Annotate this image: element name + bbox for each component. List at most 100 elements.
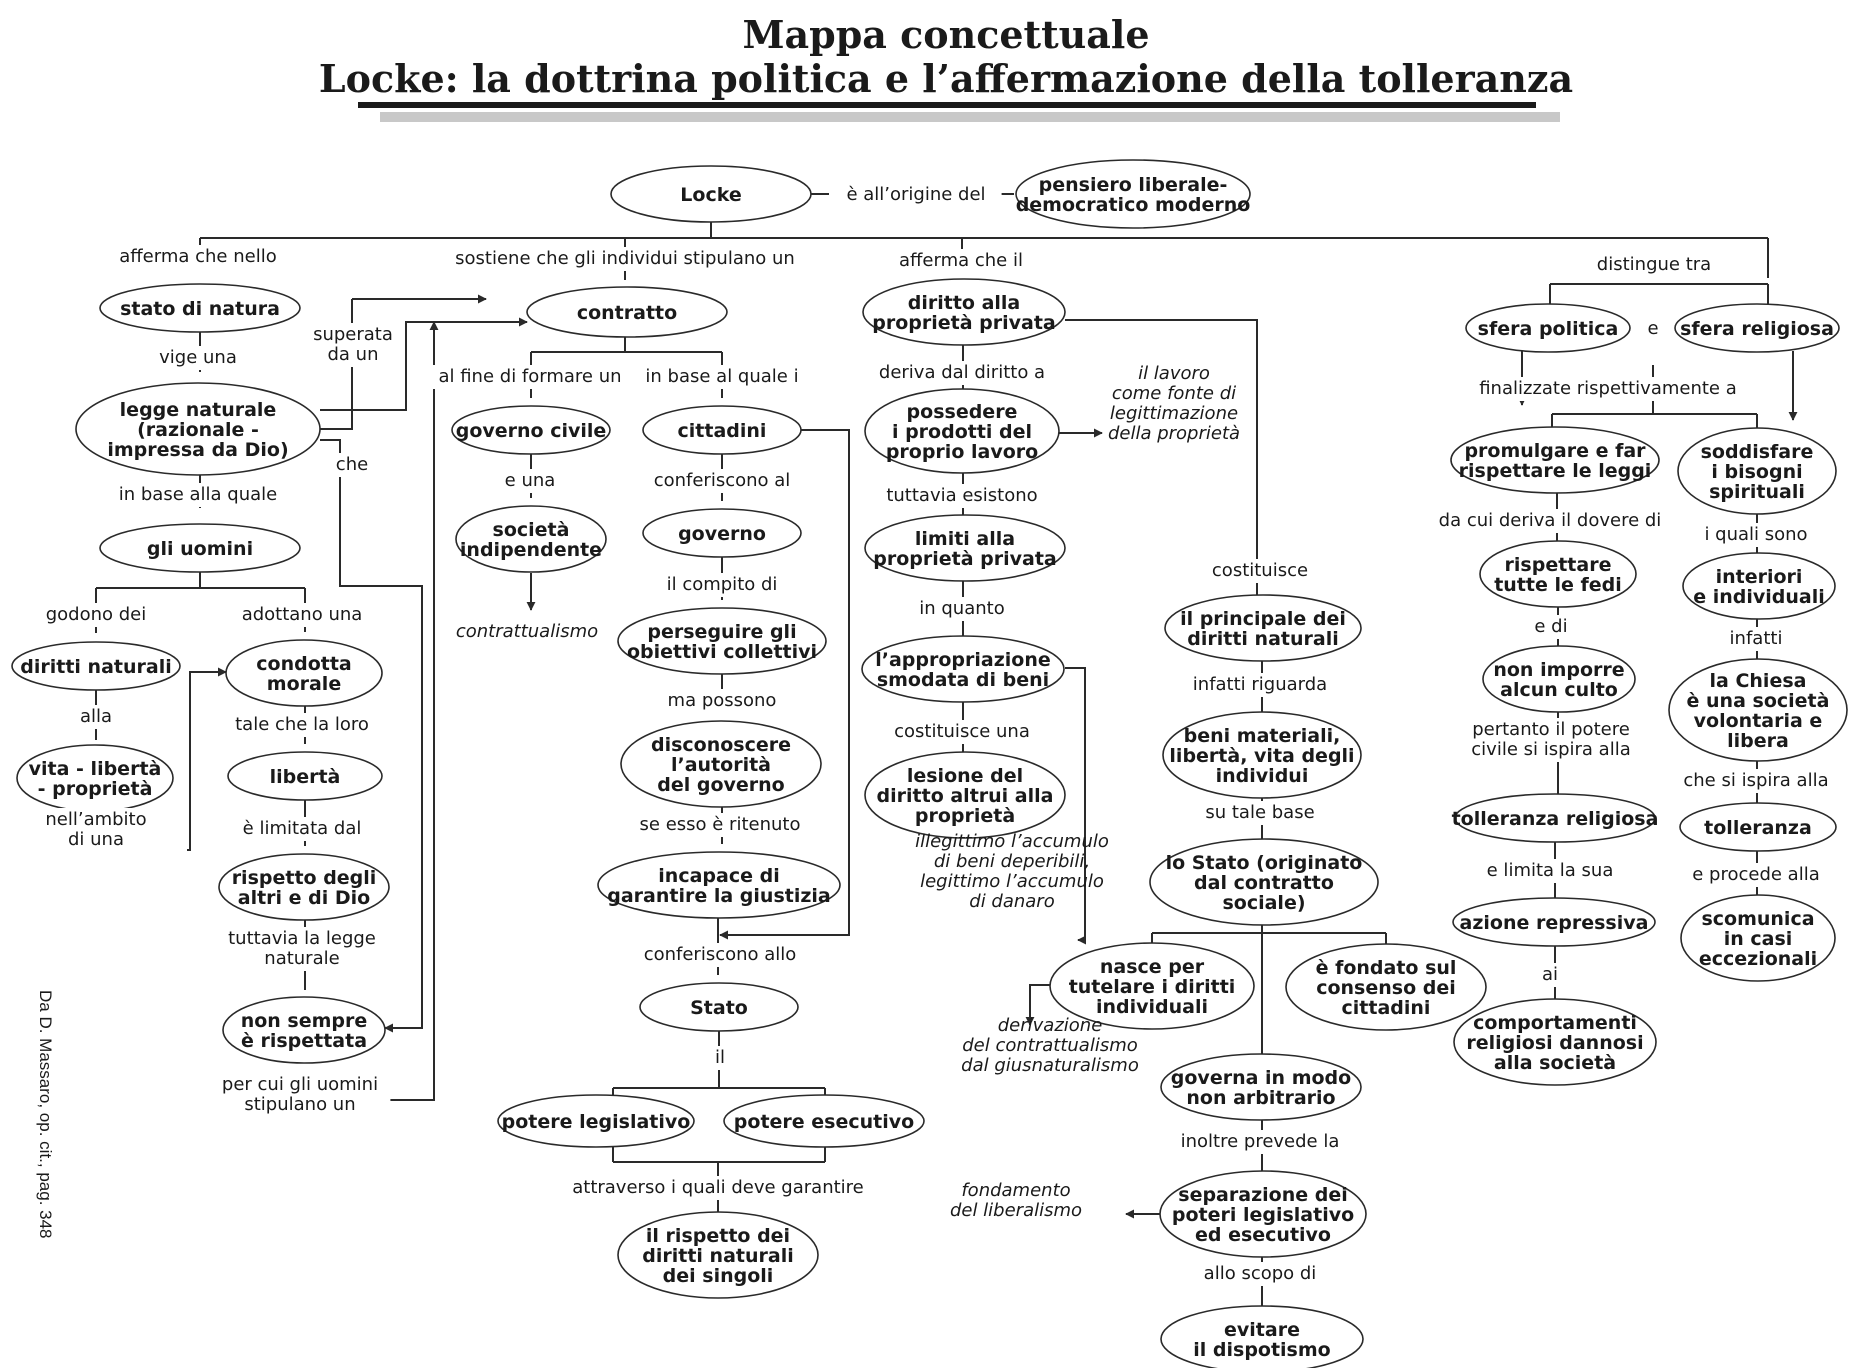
concept-node-text-line: promulgare e far [1464,440,1646,462]
concept-node-ellipse [227,751,383,801]
link-label-ai: ai [1542,964,1558,985]
concept-node-text-line: l’appropriazione [875,649,1051,671]
note-fondamento-line: fondamento [961,1180,1070,1201]
note-derivazione-line: derivazione [998,1015,1103,1036]
connector-arrow [1025,984,1050,1026]
link-label-e-limita-line: e limita la sua [1487,860,1614,881]
concept-node-ellipse [1674,303,1840,353]
concept-node-ellipse [617,1211,819,1299]
concept-node-ellipse [1149,838,1379,926]
concept-node-text: tolleranza [1704,817,1812,839]
link-label-bg [1464,377,1752,401]
link-label-finalizzate: finalizzate rispettivamente a [1479,378,1737,399]
concept-node-text-line: incapace di [658,865,779,887]
concept-node-text-line: possedere [907,401,1018,423]
concept-node-text-line: diritti naturali [20,656,171,678]
concept-node-text: vita - libertà- proprietà [29,758,162,800]
concept-node-text-line: rispetto degli [232,867,377,889]
concept-node-ellipse [723,1094,925,1148]
concept-node-text-line: diritti naturali [1187,628,1338,650]
concept-node-ellipse [1162,711,1362,799]
link-label-sostiene-line: sostiene che gli individui stipulano un [455,248,795,269]
source-credit: Da D. Massaro, op. cit., pag. 348 [36,990,55,1239]
concept-node-text-line: del governo [657,774,785,796]
link-label-infatti-riguarda-line: infatti riguarda [1193,674,1327,695]
concept-node-text-line: soddisfare [1701,441,1814,463]
concept-node-ellipse [862,278,1066,346]
concept-node-text-line: proprietà [915,805,1015,827]
link-label-vige-line: vige una [159,347,237,368]
link-label-infatti-riguarda: infatti riguarda [1193,674,1327,695]
concept-node-text-line: e individuali [1693,586,1825,608]
concept-node-text-line: (razionale - [137,419,259,441]
link-label-ai-line: ai [1542,964,1558,985]
link-label-che-ispira-line: che si ispira alla [1683,770,1828,791]
concept-node-text-line: interiori [1716,566,1803,588]
link-label-bg [1684,863,1828,887]
link-label-ambito-line: di una [68,829,124,850]
concept-node-text-line: potere legislativo [502,1111,691,1133]
concept-node-text-line: dei singoli [663,1265,774,1287]
concept-node-text-line: evitare [1224,1319,1300,1341]
concept-node-text-line: disconoscere [651,734,791,756]
link-label-deriva-line: deriva dal diritto a [879,362,1045,383]
link-label-e-di-line: e di [1534,616,1567,637]
link-label-base-i-line: in base al quale i [645,366,798,387]
link-label-bg [44,603,148,627]
concept-node-text-line: è rispettata [241,1030,367,1052]
concept-node-pot-esec: potere esecutivo [723,1094,925,1148]
concept-node-text: sfera politica [1478,318,1619,340]
link-label-superata-line: superata [313,324,393,345]
note-contrattualismo: contrattualismo [456,621,598,642]
concept-node-pot-leg: potere legislativo [497,1094,695,1148]
link-label-base-i: in base al quale i [645,366,798,387]
link-label-attraverso: attraverso i quali deve garantire [572,1177,864,1198]
concept-node-text-line: Locke [680,184,741,206]
link-label-conferiscono-allo: conferiscono allo [644,944,797,965]
concept-node-text-line: potere esecutivo [734,1111,914,1133]
concept-node-ellipse [610,165,812,223]
note-lavoro-line: il lavoro [1138,363,1210,384]
link-label-conferiscono-allo-line: conferiscono allo [644,944,797,965]
link-label-e-line: e [1647,318,1658,339]
link-label-bg [1179,673,1341,697]
concept-node-text-line: beni materiali, [1184,725,1341,747]
link-label-tale: tale che la loro [235,714,369,735]
link-label-bg [629,813,811,837]
link-label-bg [914,597,1010,621]
link-label-costituisce-line: costituisce [1212,560,1308,581]
concept-node-text-line: cittadini [678,420,767,442]
concept-node-vita: vita - libertà- proprietà [16,744,174,812]
link-label-bg [39,808,153,852]
link-label-adottano-line: adottano una [242,604,363,625]
link-label-bg [1665,769,1847,793]
concept-node-text-line: in casi [1724,928,1793,950]
concept-node-text: governo [678,523,766,545]
link-label-procede: e procede alla [1692,864,1820,885]
concept-node-text-line: il rispetto dei [646,1225,790,1247]
link-label-costituisce: costituisce [1212,560,1308,581]
link-label-bg [1474,859,1626,883]
concept-node-diritti-nat: diritti naturali [11,641,181,691]
link-label-bg [830,183,1002,207]
concept-node-stato: Stato [639,982,799,1032]
concept-node-text-line: vita - libertà [29,758,162,780]
link-label-bg [655,573,789,597]
page-subtitle: Locke: la dottrina politica e l’affermaz… [319,56,1573,101]
link-label-bg [155,346,241,370]
concept-node-text-line: separazione dei [1178,1184,1347,1206]
concept-node-text-line: poteri legislativo [1172,1204,1354,1226]
